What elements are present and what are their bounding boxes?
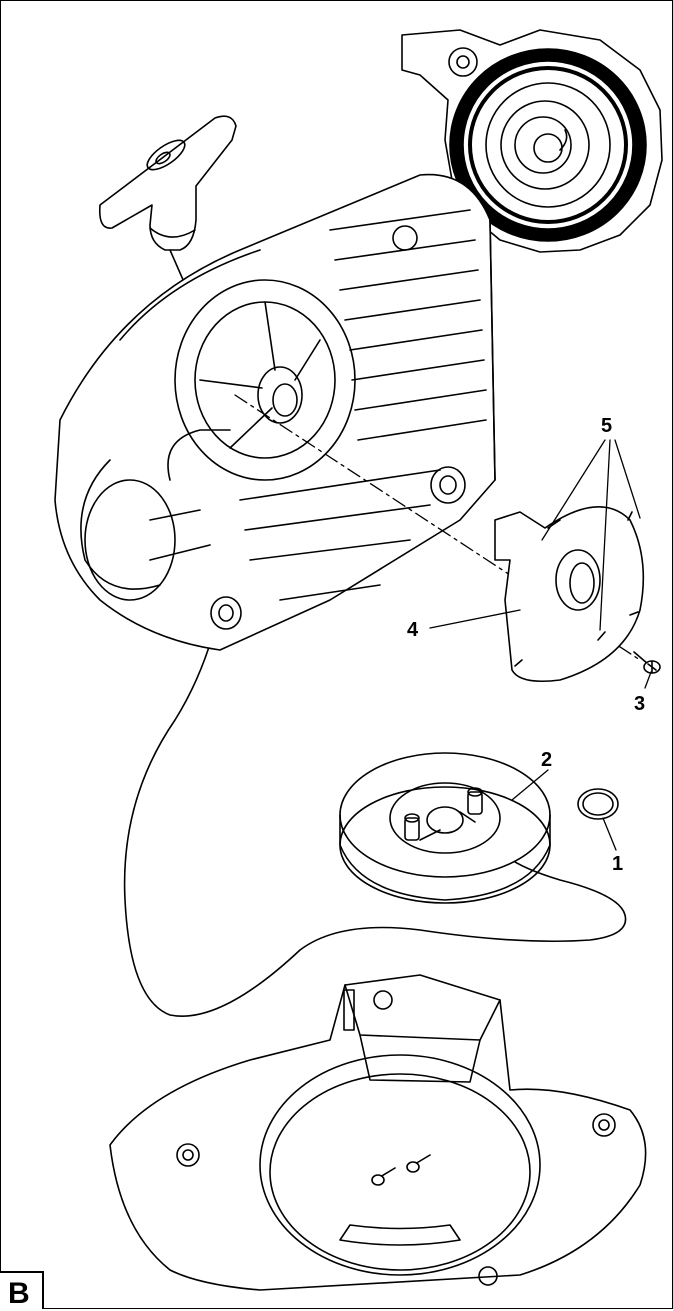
- callout-3: 3: [634, 693, 645, 715]
- panel-label: B: [8, 1277, 30, 1310]
- callout-5: 5: [601, 415, 612, 437]
- rope-rotor: [339, 752, 551, 904]
- assembly-axis: [234, 394, 641, 661]
- leader-lines: [429, 439, 652, 851]
- base-screws: [371, 1154, 431, 1186]
- starter-handle: [98, 115, 237, 251]
- circlip: [577, 788, 619, 820]
- base-housing: [109, 974, 647, 1291]
- spring-cover: [494, 505, 645, 683]
- panel-label-box: B: [0, 1271, 44, 1310]
- screw-3: [633, 651, 661, 674]
- fan-housing: [54, 173, 496, 651]
- callout-4: 4: [407, 619, 419, 641]
- callout-1: 1: [612, 853, 623, 875]
- callout-2: 2: [541, 749, 552, 771]
